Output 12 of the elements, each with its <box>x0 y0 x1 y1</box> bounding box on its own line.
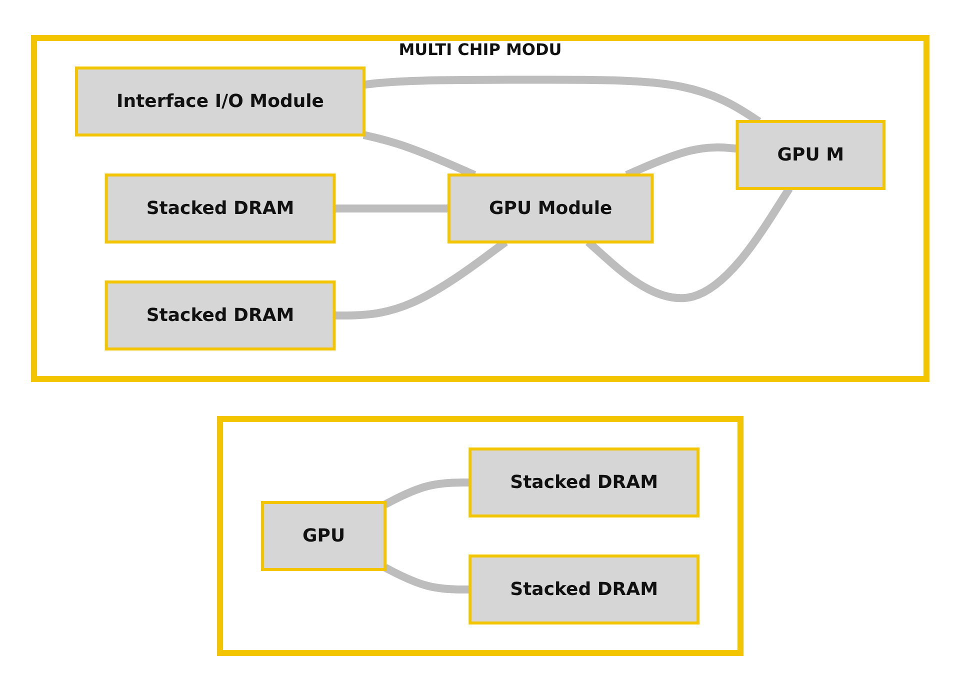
node-box: Stacked DRAM <box>468 447 700 517</box>
connector <box>383 478 470 508</box>
node-box: Stacked DRAM <box>104 280 336 350</box>
node-box: Stacked DRAM <box>468 554 700 624</box>
node-box: GPU M <box>735 120 886 190</box>
node-box: GPU <box>260 500 386 570</box>
node-box: Stacked DRAM <box>104 173 336 243</box>
connector <box>383 564 470 593</box>
node-box: GPU Module <box>447 173 654 243</box>
connector <box>334 204 449 212</box>
node-box: Interface I/O Module <box>74 66 366 136</box>
cluster <box>216 416 744 656</box>
